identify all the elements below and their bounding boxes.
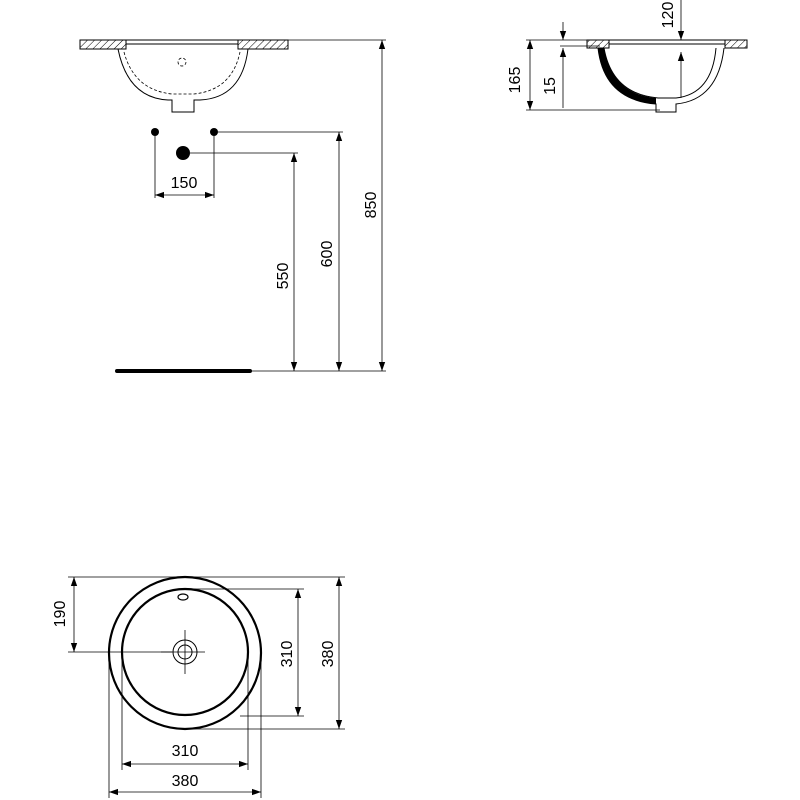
dim-850-label: 850 [363, 192, 380, 219]
dim-380-horizontal-label: 380 [172, 773, 199, 790]
water-inlet-left-icon [151, 128, 159, 136]
side-basin-section [598, 48, 656, 104]
plan-overflow-icon [177, 593, 189, 601]
plan-view: 190 310 380 310 380 [52, 575, 345, 798]
side-countertop-left [586, 39, 610, 49]
dim-310-horizontal-label: 310 [172, 743, 199, 760]
dim-310-vertical-label: 310 [279, 641, 296, 668]
side-countertop-right [724, 39, 748, 49]
dim-550-label: 550 [275, 263, 292, 290]
front-basin-outline [117, 48, 249, 113]
front-view: 150 550 600 850 [79, 39, 386, 373]
dim-190-label: 190 [52, 601, 69, 628]
waste-outlet-icon [176, 146, 190, 160]
dim-165-label: 165 [507, 67, 524, 94]
dim-15-label: 15 [542, 77, 559, 95]
front-basin-inner [123, 51, 241, 95]
front-countertop-left [79, 39, 127, 50]
overflow-hole-icon [177, 57, 187, 67]
dim-380-vertical-label: 380 [320, 641, 337, 668]
front-countertop-right [237, 39, 289, 50]
dim-120-label: 120 [660, 2, 677, 29]
side-view: 120 15 165 [507, 0, 748, 113]
dim-tap-spacing-label: 150 [171, 175, 198, 192]
dim-600-label: 600 [319, 241, 336, 268]
water-inlet-right-icon [210, 128, 218, 136]
